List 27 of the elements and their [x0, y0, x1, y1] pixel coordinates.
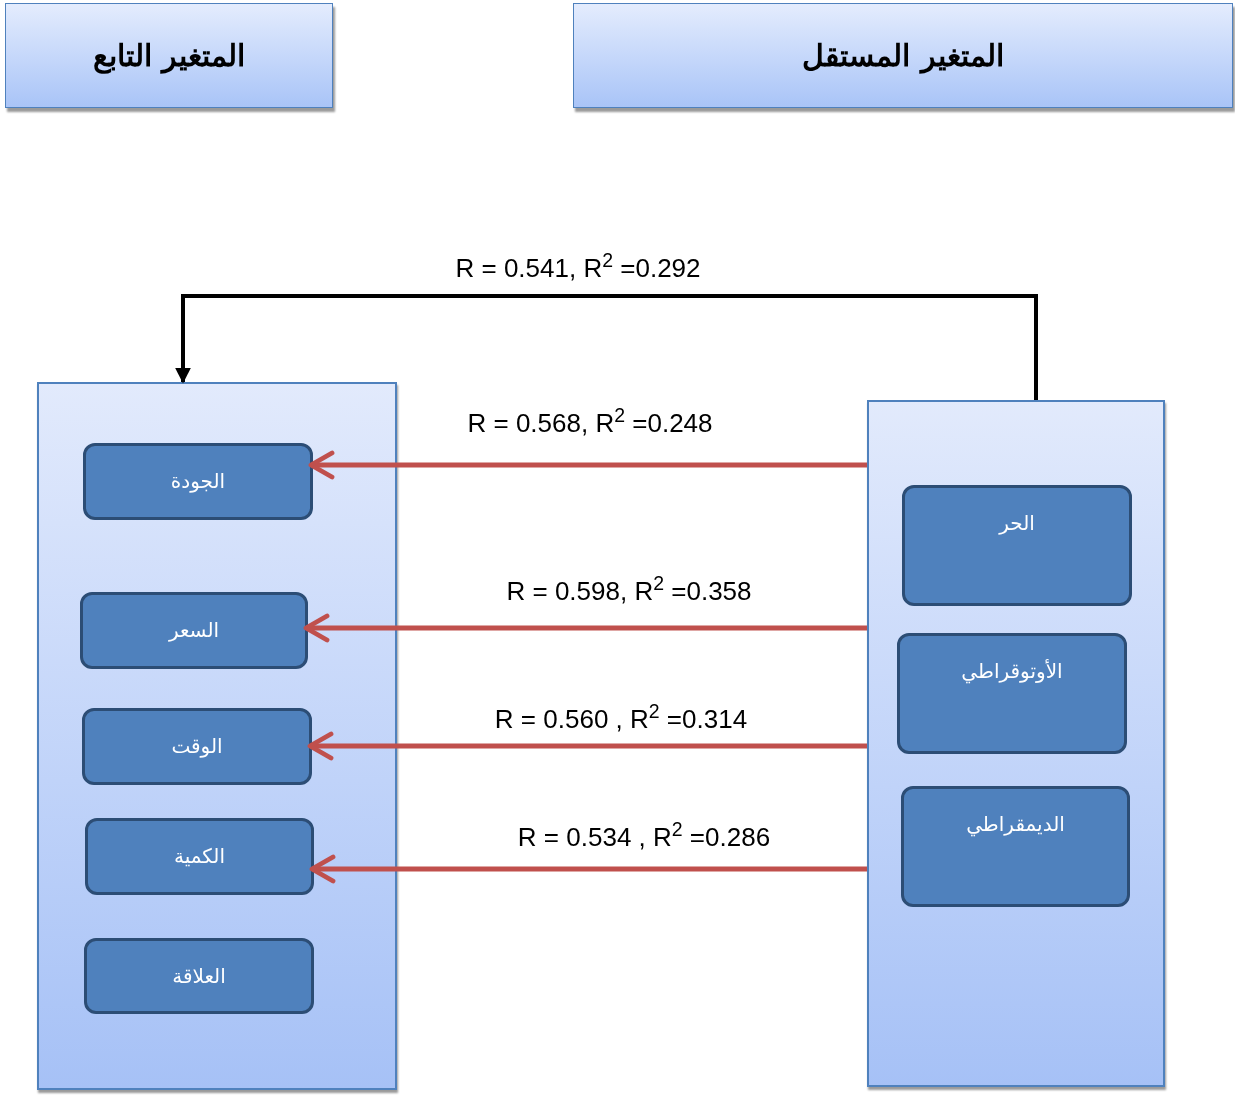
- arrow: [309, 854, 867, 884]
- arrow: [307, 731, 867, 761]
- header-box: [573, 3, 1233, 108]
- variable-label: الوقت: [171, 733, 223, 760]
- variable-box: [902, 485, 1132, 606]
- panel-box: [867, 400, 1165, 1087]
- variable-box: [901, 786, 1130, 907]
- variable-box: [80, 592, 308, 669]
- panel-box: [37, 382, 397, 1090]
- variable-box: [84, 938, 314, 1014]
- variable-label: العلاقة: [172, 963, 226, 990]
- variable-box: [83, 443, 313, 520]
- arrow: [308, 450, 867, 480]
- variable-label: الجودة: [170, 468, 226, 495]
- variable-box: [82, 708, 312, 785]
- header-text: المتغير التابع: [92, 37, 246, 76]
- variable-box: [897, 633, 1127, 754]
- variable-label: الحر: [999, 510, 1035, 537]
- variable-label: الأوتوقراطي: [961, 658, 1063, 686]
- variable-box: [85, 818, 314, 895]
- variable-label: الديمقراطي: [966, 811, 1065, 839]
- variable-label: الكمية: [174, 843, 225, 870]
- arrow: [303, 613, 867, 643]
- header-box: [5, 3, 333, 108]
- variable-label: السعر: [168, 617, 220, 644]
- header-text: المتغير المستقل: [802, 37, 1004, 76]
- arrow: [175, 294, 1038, 400]
